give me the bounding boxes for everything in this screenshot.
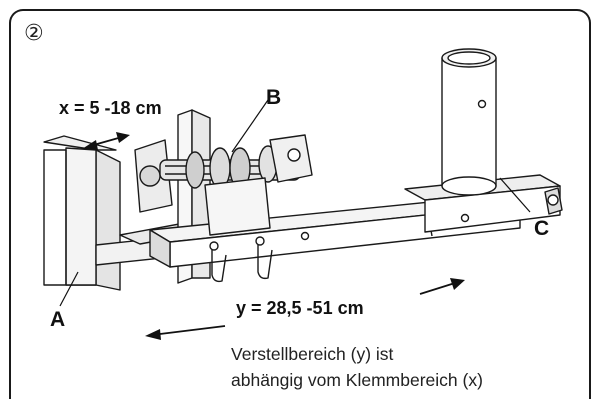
figure-frame bbox=[9, 9, 591, 399]
part-label-b: B bbox=[266, 86, 282, 109]
note-line-1: Verstellbereich (y) ist bbox=[231, 344, 394, 364]
part-label-a: A bbox=[50, 308, 66, 331]
step-marker: ② bbox=[24, 20, 44, 45]
clamp-range-label: x = 5 -18 cm bbox=[59, 98, 162, 118]
note-line-2: abhängig vom Klemmbereich (x) bbox=[231, 370, 483, 390]
adjust-range-arrow-left bbox=[145, 325, 226, 340]
adjust-range-label: y = 28,5 -51 cm bbox=[236, 298, 364, 318]
part-label-c: C bbox=[534, 217, 550, 240]
spindle-b bbox=[134, 134, 313, 236]
adjust-range-arrow-right bbox=[419, 278, 465, 295]
mast-tube-c bbox=[441, 48, 497, 196]
spring-clips bbox=[209, 236, 273, 283]
leader-lines bbox=[59, 99, 531, 307]
clamp-range-arrow bbox=[82, 132, 130, 150]
end-bolt bbox=[544, 187, 563, 215]
